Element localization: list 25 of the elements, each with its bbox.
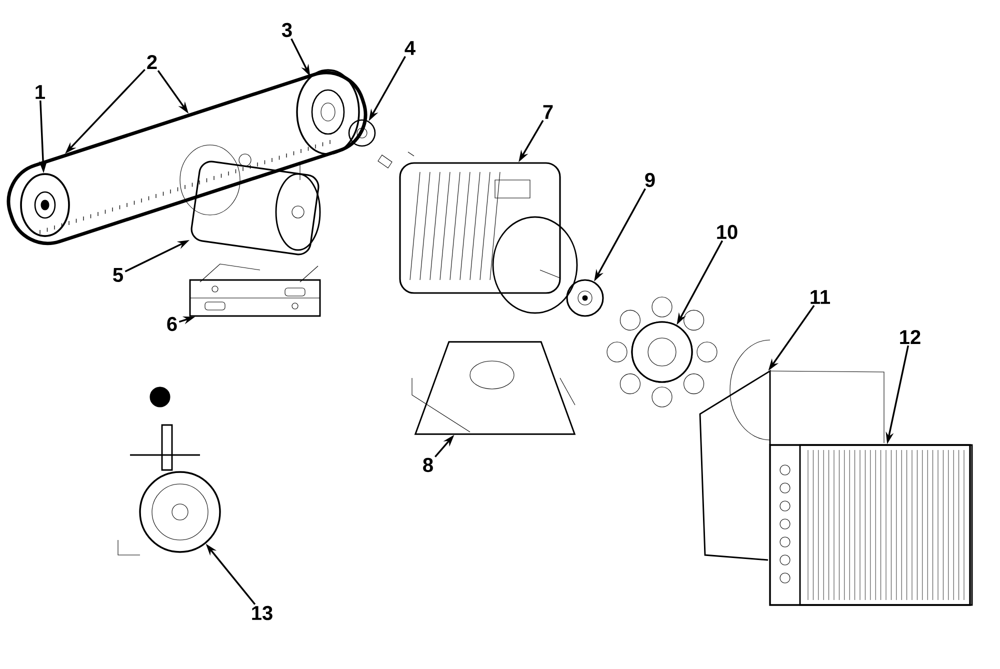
part-drawing <box>189 264 321 317</box>
callout-number: 3 <box>282 22 292 38</box>
part-drawing <box>606 296 718 408</box>
callout-number: 6 <box>167 316 177 332</box>
part-drawing <box>118 386 221 556</box>
part-drawing <box>399 162 578 314</box>
part-drawing <box>348 119 414 168</box>
part-drawing <box>566 279 604 317</box>
callout-number: 10 <box>717 224 738 240</box>
callout-number: 2 <box>147 55 157 69</box>
callout-number: 11 <box>810 290 830 304</box>
callout-number: 1 <box>36 85 45 99</box>
part-drawing <box>20 173 70 237</box>
part-drawing <box>180 144 321 256</box>
callout-number: 12 <box>900 330 920 344</box>
callout-number: 5 <box>113 268 123 282</box>
callout-number: 8 <box>423 458 433 472</box>
part-drawing <box>296 69 360 155</box>
callout-number: 7 <box>543 105 553 119</box>
part-drawing <box>769 444 973 606</box>
part-drawing <box>699 340 884 561</box>
callout-number: 4 <box>404 41 416 55</box>
part-drawing <box>40 140 330 234</box>
callout-number: 13 <box>252 606 272 620</box>
callout-number: 9 <box>645 172 655 188</box>
